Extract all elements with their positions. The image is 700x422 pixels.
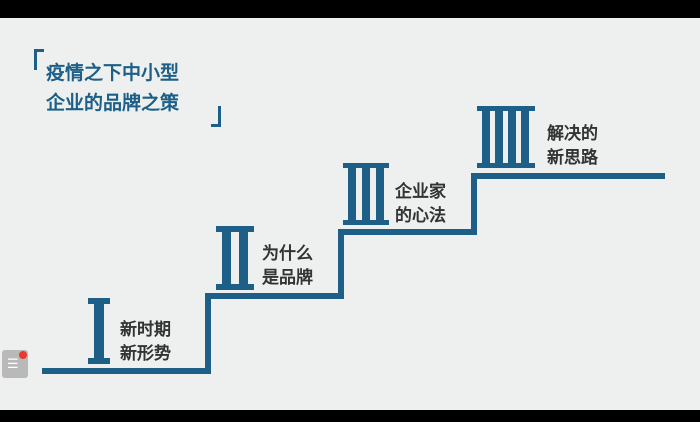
step-3-label-line-2: 的心法: [395, 206, 446, 226]
step-1-numeral: [88, 298, 110, 364]
step-4-label-line-2: 新思路: [547, 148, 598, 168]
staircase-line: [42, 173, 665, 374]
step-2-label-line-2: 是品牌: [262, 268, 313, 288]
slide-title: 疫情之下中小型 企业的品牌之策: [46, 58, 179, 118]
title-bracket-top-left: [34, 49, 44, 70]
step-3-label: 企业家 的心法: [395, 180, 446, 228]
menu-lines-icon: ☰: [7, 357, 19, 372]
title-line-2: 企业的品牌之策: [46, 92, 180, 114]
step-2-numeral: [216, 226, 254, 290]
step-3-label-line-1: 企业家: [395, 182, 446, 202]
step-4-label: 解决的 新思路: [547, 122, 598, 170]
step-2-label-line-1: 为什么: [262, 244, 313, 264]
title-line-1: 疫情之下中小型: [46, 62, 180, 84]
step-4-numeral: [477, 106, 535, 168]
floating-menu-button[interactable]: ☰: [2, 350, 28, 378]
step-1-label-line-1: 新时期: [120, 320, 171, 340]
step-1-label: 新时期 新形势: [120, 318, 171, 366]
step-3-numeral: [343, 163, 389, 225]
notification-dot: [19, 351, 27, 359]
slide: 疫情之下中小型 企业的品牌之策 新时期 新形势 为什么 是品牌 企业家 的心法: [0, 18, 700, 410]
title-bracket-bottom-right: [211, 106, 221, 127]
step-2-label: 为什么 是品牌: [262, 242, 313, 290]
step-4-label-line-1: 解决的: [547, 124, 598, 144]
step-1-label-line-2: 新形势: [120, 344, 171, 364]
